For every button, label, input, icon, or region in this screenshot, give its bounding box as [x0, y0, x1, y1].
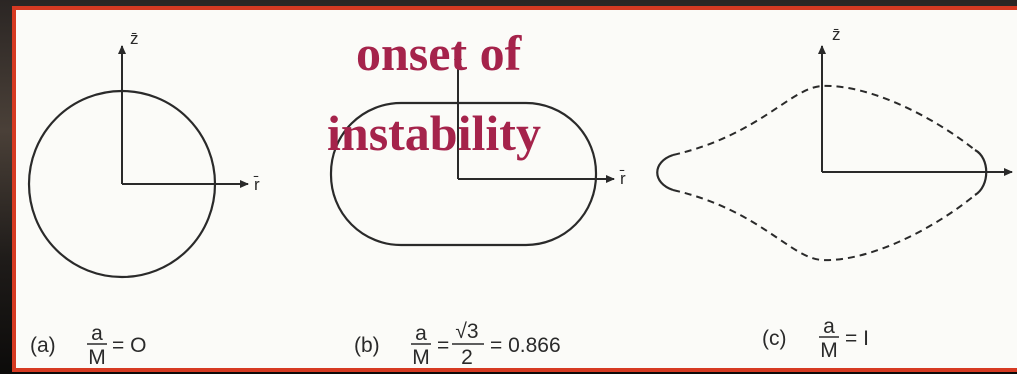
- caption-b-frac-num: a: [415, 322, 427, 345]
- caption-c-frac-den: M: [820, 339, 838, 362]
- caption-c-value: = I: [845, 327, 869, 350]
- panel-a: z̄ r̄ (a) a M = O: [27, 29, 260, 369]
- caption-b-eq: =: [437, 334, 449, 357]
- caption-c-frac-num: a: [823, 315, 835, 338]
- caption-b-value: = 0.866: [490, 334, 561, 357]
- caption-a-frac-num: a: [91, 322, 103, 345]
- panel-b: r̄ (b) a M = √3 2 = 0.866: [329, 51, 626, 369]
- caption-a-value: = O: [112, 334, 146, 357]
- caption-b-prefix: (b): [354, 334, 380, 357]
- spheroid-outline: [329, 101, 598, 247]
- caption-a-frac-den: M: [88, 346, 106, 369]
- overlay-line-1: onset of: [356, 25, 523, 81]
- caption-b-sqrt-den: 2: [461, 346, 473, 369]
- diagram-panel: [12, 6, 1017, 372]
- r-label-b: r̄: [619, 169, 626, 188]
- caption-c-prefix: (c): [762, 327, 787, 350]
- caption-b-frac-den: M: [412, 346, 430, 369]
- caption-a-prefix: (a): [30, 334, 56, 357]
- panel-c: z̄ (c) a M = I: [656, 25, 1013, 362]
- lens-left-cap: [656, 153, 674, 192]
- caption-b-sqrt-num: √3: [455, 320, 478, 343]
- z-label-c: z̄: [832, 25, 841, 44]
- overlay-line-2: instability: [327, 105, 541, 161]
- z-label-a: z̄: [130, 29, 139, 48]
- lens-upper-dashed: [672, 84, 976, 156]
- r-label-a: r̄: [253, 175, 260, 194]
- lens-lower-dashed: [672, 189, 976, 262]
